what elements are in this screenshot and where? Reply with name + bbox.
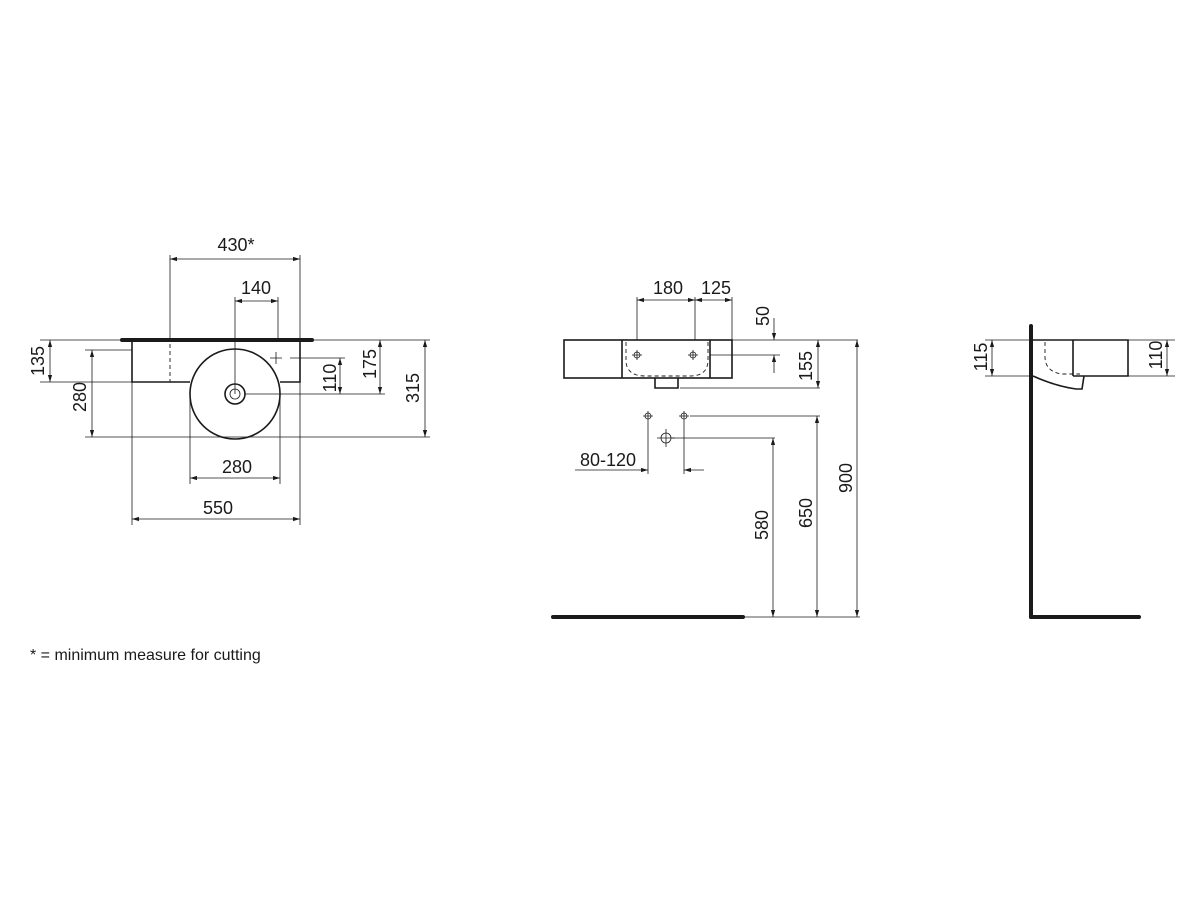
- dim-140: 140: [241, 278, 271, 298]
- dim-115: 115: [971, 343, 991, 372]
- dim-110-side: 110: [1146, 341, 1166, 370]
- dim-125: 125: [701, 278, 731, 298]
- dim-280-horizontal: 280: [222, 457, 252, 477]
- dim-580: 580: [752, 510, 772, 540]
- dim-315: 315: [403, 373, 423, 403]
- footnote: * = minimum measure for cutting: [30, 647, 261, 664]
- dim-180: 180: [653, 278, 683, 298]
- dim-50: 50: [753, 306, 773, 326]
- dim-135: 135: [28, 346, 48, 376]
- dim-175: 175: [360, 349, 380, 379]
- dim-280-vertical: 280: [70, 382, 90, 412]
- dim-650: 650: [796, 498, 816, 528]
- plan-view: 430* 140 280 550 135 280 110 175 315: [28, 235, 430, 525]
- dim-155: 155: [796, 351, 816, 381]
- dim-550: 550: [203, 498, 233, 518]
- side-view: 115 110: [971, 324, 1175, 619]
- dim-430: 430*: [217, 235, 254, 255]
- front-view: 180 125 50 155 80-120 580 650 900: [551, 278, 860, 619]
- dim-110: 110: [320, 364, 340, 393]
- dim-900: 900: [836, 463, 856, 493]
- dim-80-120: 80-120: [580, 450, 636, 470]
